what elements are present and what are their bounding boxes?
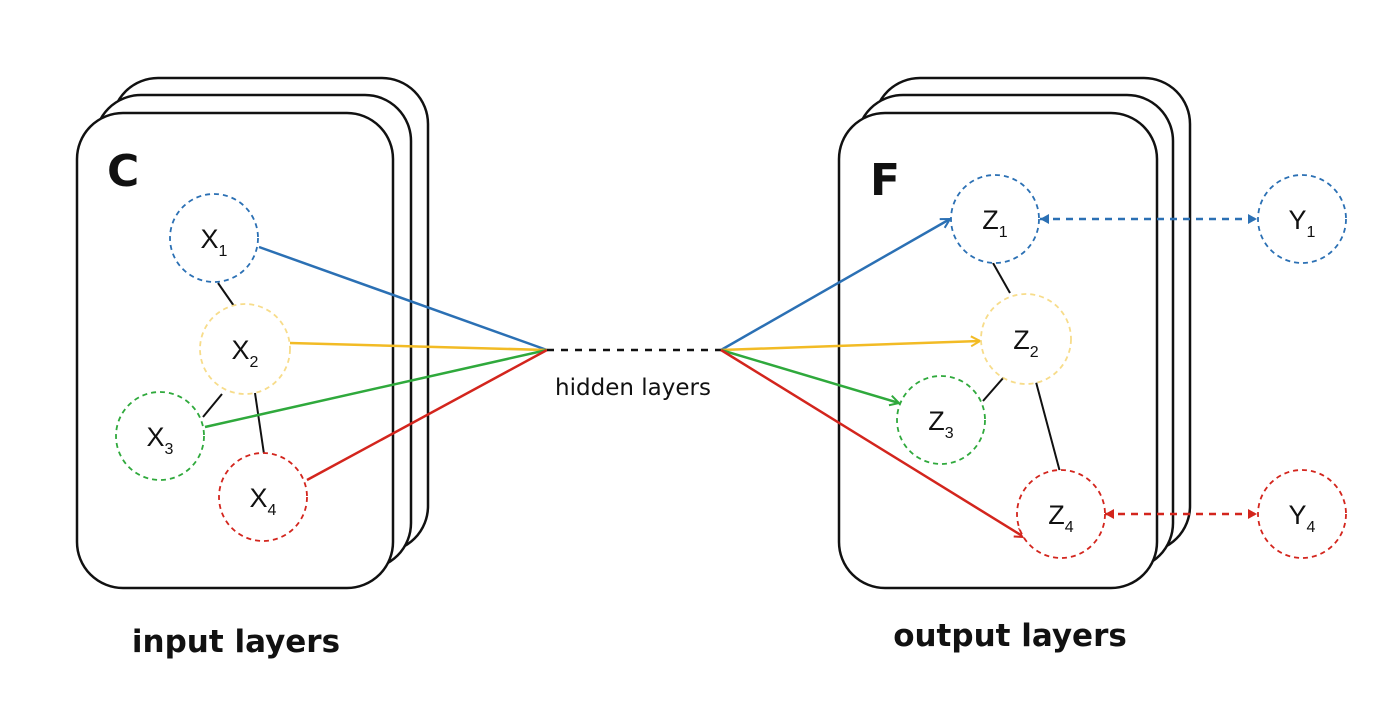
edge-x2-x3 bbox=[202, 393, 223, 418]
node-x4: X4 bbox=[218, 452, 308, 542]
node-x3: X3 bbox=[115, 391, 205, 481]
node-x3-circle bbox=[115, 391, 205, 481]
arrow-hidden-z1 bbox=[720, 217, 950, 352]
arrow-hidden-z2 bbox=[720, 341, 980, 352]
node-x4-label: X4 bbox=[250, 483, 277, 519]
node-x1: X1 bbox=[169, 193, 259, 283]
connection-x3-hidden bbox=[204, 348, 548, 429]
node-z2-subscript: 2 bbox=[1030, 344, 1039, 361]
node-y4-letter: Y bbox=[1289, 500, 1307, 530]
connection-x1-hidden bbox=[258, 245, 548, 352]
input-layers-caption: input layers bbox=[132, 624, 340, 660]
input-node-edges bbox=[202, 282, 265, 455]
node-y1-circle bbox=[1257, 174, 1347, 264]
arrow-hidden-z3 bbox=[720, 348, 899, 403]
node-z3-letter: Z bbox=[928, 406, 945, 436]
edge-z2-z4 bbox=[1035, 381, 1061, 473]
node-z1-subscript: 1 bbox=[999, 224, 1008, 241]
input-connections bbox=[204, 245, 548, 482]
node-y4-subscript: 4 bbox=[1307, 519, 1316, 536]
edge-z2-z3 bbox=[982, 376, 1005, 402]
edge-x1-x2 bbox=[217, 282, 235, 307]
node-x4-subscript: 4 bbox=[268, 502, 277, 519]
node-z1-label: Z1 bbox=[982, 205, 1008, 241]
node-x2-circle bbox=[199, 303, 291, 395]
edge-x2-x4 bbox=[254, 392, 265, 455]
node-z4-letter: Z bbox=[1048, 500, 1065, 530]
node-x1-circle bbox=[169, 193, 259, 283]
edge-z1-z2 bbox=[992, 262, 1011, 294]
node-z3-circle bbox=[896, 375, 986, 465]
node-z3: Z3 bbox=[896, 375, 986, 465]
node-z4-subscript: 4 bbox=[1065, 519, 1074, 536]
connection-x4-hidden bbox=[306, 348, 548, 482]
node-z1-circle bbox=[950, 174, 1040, 264]
node-z4: Z4 bbox=[1016, 469, 1106, 559]
arrow-hidden-z4 bbox=[720, 348, 1024, 537]
node-z4-label: Z4 bbox=[1048, 500, 1074, 536]
node-x1-subscript: 1 bbox=[219, 243, 228, 260]
node-z2-letter: Z bbox=[1013, 325, 1030, 355]
output-node-edges bbox=[982, 262, 1061, 473]
node-z3-label: Z3 bbox=[928, 406, 954, 442]
output-panel-letter: F bbox=[870, 155, 900, 206]
node-x1-label: X1 bbox=[201, 224, 228, 260]
output-layers-caption: output layers bbox=[893, 618, 1127, 654]
node-x2-subscript: 2 bbox=[250, 354, 259, 371]
node-x2-letter: X bbox=[232, 335, 250, 365]
node-z2-circle bbox=[980, 293, 1072, 385]
node-z4-circle bbox=[1016, 469, 1106, 559]
node-z2-label: Z2 bbox=[1013, 325, 1039, 361]
node-z1: Z1 bbox=[950, 174, 1040, 264]
output-connections bbox=[720, 217, 1024, 537]
node-z2: Z2 bbox=[980, 293, 1072, 385]
node-y4-circle bbox=[1257, 469, 1347, 559]
node-x3-label: X3 bbox=[147, 422, 174, 458]
node-x2: X2 bbox=[199, 303, 291, 395]
node-x4-letter: X bbox=[250, 483, 268, 513]
input-panel-letter: C bbox=[107, 146, 139, 197]
node-y1-letter: Y bbox=[1289, 205, 1307, 235]
node-z1-letter: Z bbox=[982, 205, 999, 235]
hidden-layers-label: hidden layers bbox=[555, 375, 711, 401]
node-x1-letter: X bbox=[201, 224, 219, 254]
node-y1-subscript: 1 bbox=[1307, 224, 1316, 241]
node-y4-label: Y4 bbox=[1289, 500, 1316, 536]
node-y1-label: Y1 bbox=[1289, 205, 1316, 241]
node-y4: Y4 bbox=[1257, 469, 1347, 559]
connection-x2-hidden bbox=[289, 341, 548, 352]
node-x3-letter: X bbox=[147, 422, 165, 452]
node-z3-subscript: 3 bbox=[945, 425, 954, 442]
node-x2-label: X2 bbox=[232, 335, 259, 371]
node-y1: Y1 bbox=[1257, 174, 1347, 264]
node-x4-circle bbox=[218, 452, 308, 542]
node-x3-subscript: 3 bbox=[165, 441, 174, 458]
